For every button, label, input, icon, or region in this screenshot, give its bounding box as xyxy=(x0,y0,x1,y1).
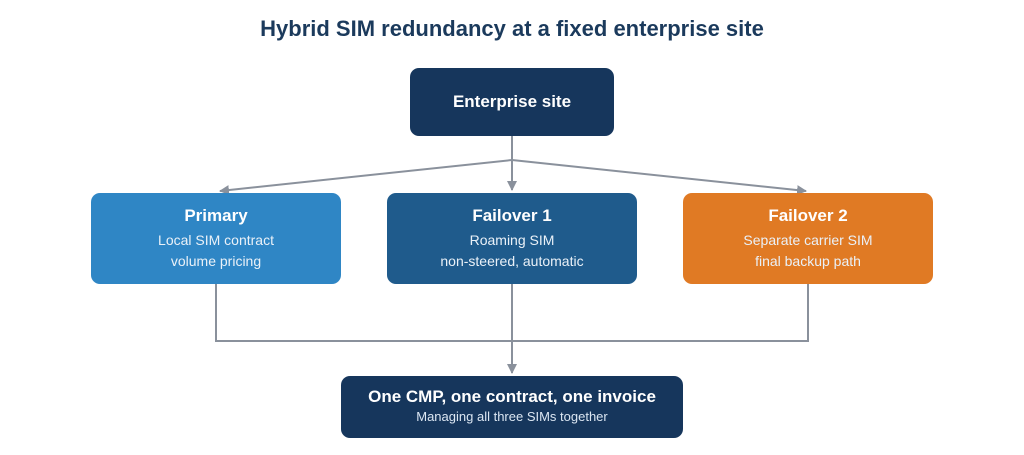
node-primary-line1: Local SIM contract xyxy=(158,231,274,248)
node-cmp-line1: Managing all three SIMs together xyxy=(416,409,608,424)
node-enterprise-site: Enterprise site xyxy=(410,68,614,136)
connector-failover2-to-cmp xyxy=(512,284,809,342)
node-failover-1-line1: Roaming SIM xyxy=(469,231,555,248)
node-primary: Primary Local SIM contract volume pricin… xyxy=(91,193,341,284)
node-enterprise-site-heading: Enterprise site xyxy=(452,92,572,111)
node-cmp: One CMP, one contract, one invoice Manag… xyxy=(341,376,683,438)
diagram-title: Hybrid SIM redundancy at a fixed enterpr… xyxy=(260,16,764,41)
node-failover-2-line1: Separate carrier SIM xyxy=(743,231,873,248)
node-failover-1-line2: non-steered, automatic xyxy=(440,252,584,269)
connector-primary-to-cmp xyxy=(215,284,512,342)
node-primary-line2: volume pricing xyxy=(170,252,262,269)
node-cmp-heading: One CMP, one contract, one invoice xyxy=(368,387,656,406)
node-failover-1: Failover 1 Roaming SIM non-steered, auto… xyxy=(387,193,637,284)
node-failover-2: Failover 2 Separate carrier SIM final ba… xyxy=(683,193,933,284)
node-failover-2-heading: Failover 2 xyxy=(768,205,848,225)
connector-site-to-primary xyxy=(219,159,513,196)
node-failover-1-heading: Failover 1 xyxy=(472,205,552,225)
node-primary-heading: Primary xyxy=(184,205,248,225)
node-failover-2-line2: final backup path xyxy=(755,252,861,269)
connector-site-to-failover2 xyxy=(511,159,807,196)
